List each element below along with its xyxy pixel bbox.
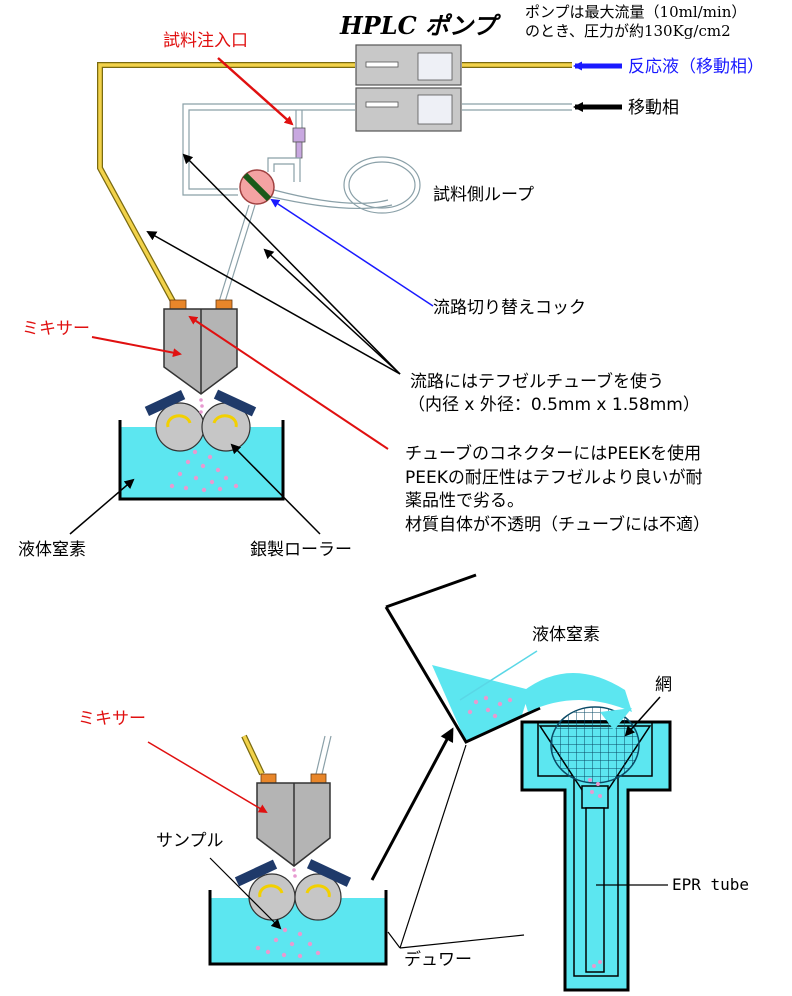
sample-arrow [209,857,282,930]
liquid-nitrogen-bath-bottom [208,859,388,966]
switch-cock [239,169,275,205]
tefzel-note-line1: 流路にはテフゼルチューブを使う [410,371,664,392]
tefzel-arrow-3 [263,248,401,375]
switch-cock-label: 流路切り替えコック [433,298,586,318]
sample-inlet-arrow [217,57,294,126]
frozen-droplets-bottom [255,868,321,959]
epr-tube-label: EPR tube [672,875,749,894]
pour-stream-tip [600,708,632,730]
liquid-nitrogen-top-label: 液体窒素 [18,540,86,560]
liquid-nitrogen-scoop [384,573,541,744]
peek-note-line1: チューブのコネクターにはPEEKを使用 [405,443,701,464]
dewar-pointer-2 [399,744,467,949]
frozen-droplets-top [169,398,239,493]
tefzel-arrow-2 [182,153,401,375]
sample-inlet-port [292,127,306,159]
mesh-arrow [624,696,661,737]
mixer-top-arrow [91,336,182,358]
sample-inlet-label: 試料注入口 [163,31,248,51]
mixer-bottom-arrow [147,741,268,814]
peek-note-line4: 材質自体が不透明（チューブには不適） [405,514,710,535]
peek-note-line2: PEEKの耐圧性はテフゼルより良いが耐 [405,468,703,488]
mixer-top-label: ミキサー [22,319,90,339]
liquid-nitrogen-bath-top [118,389,285,501]
sample-loop [267,156,421,214]
reaction-liquid-label: 反応液（移動相） [628,57,764,77]
liquid-nitrogen-bottom-arrow [459,650,538,701]
dewar-pointer-3 [399,934,525,949]
tefzel-note-line2: （内径 x 外径：0.5mm x 1.58mm） [408,395,700,415]
peek-arrow [188,315,389,450]
mesh-basket [550,706,640,784]
switch-cock-arrow [270,198,434,307]
transfer-arrow [370,727,454,881]
dewar-label: デュワー [404,949,472,970]
pump-note-line2: のとき、圧力が約130Kg/cm2 [525,22,731,40]
mobile-phase-label: 移動相 [628,98,679,118]
liquid-nitrogen-bottom-label: 液体窒素 [532,625,600,645]
sample-loop-label: 試料側ループ [433,185,534,205]
silver-roller-arrow [230,443,321,535]
pump-note-line1: ポンプは最大流量（10ml/min） [525,3,746,21]
sample-label: サンプル [156,831,224,851]
mixer-bottom [256,773,331,867]
peek-note-line3: 薬品性で劣る。 [405,491,524,511]
epr-dewar [520,706,672,992]
mesh-label: 網 [655,675,672,695]
mixer-top [163,299,238,395]
tefzel-arrow-1 [146,231,401,375]
mixer-bottom-label: ミキサー [78,709,146,729]
pour-stream [522,672,632,712]
liquid-nitrogen-top-arrow [69,478,135,535]
pump-title: HPLC ポンプ [339,11,501,40]
hplc-pump [355,44,462,132]
silver-roller-label: 銀製ローラー [250,540,352,560]
dewar-pointer-1 [387,931,401,949]
